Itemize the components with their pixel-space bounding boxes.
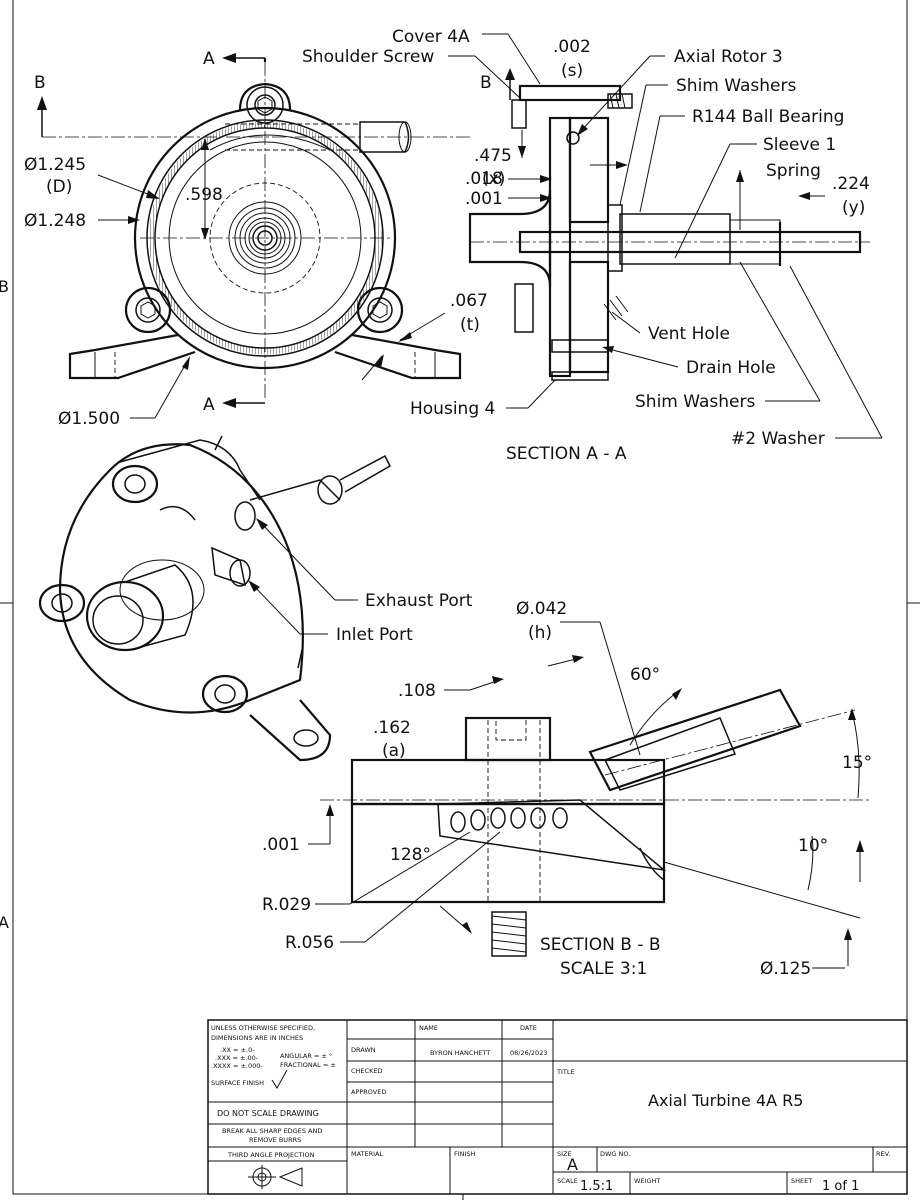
drawn-date: 08/26/2023: [510, 1049, 547, 1057]
section-b-scale: SCALE 3:1: [560, 959, 647, 979]
section-a-title: SECTION A - A: [506, 444, 627, 464]
label-shim-washers-top: Shim Washers: [676, 76, 796, 96]
break-edges-2: REMOVE BURRS: [249, 1136, 301, 1144]
row-approved: APPROVED: [351, 1088, 386, 1096]
angle-128: 128°: [390, 845, 431, 865]
title-block: UNLESS OTHERWISE SPECIFIED, DIMENSIONS A…: [207, 1019, 908, 1195]
title-label: TITLE: [556, 1068, 575, 1076]
label-sleeve: Sleeve 1: [763, 135, 836, 155]
dim-1500: Ø1.500: [58, 409, 120, 429]
rev-label: REV.: [876, 1150, 890, 1158]
section-letter-b: B: [34, 73, 46, 93]
row-drawn: DRAWN: [351, 1046, 376, 1054]
label-spring: Spring: [766, 161, 821, 181]
zone-label-b: B: [0, 277, 9, 296]
label-shoulder-screw: Shoulder Screw: [302, 47, 434, 67]
sheet-label: SHEET: [791, 1177, 812, 1185]
surface-finish-symbol: [271, 1069, 288, 1089]
third-angle-projection-symbol: [248, 1165, 303, 1189]
section-letter-a-top: A: [203, 49, 215, 69]
weight-label: WEIGHT: [634, 1177, 660, 1185]
label-inlet-port: Inlet Port: [336, 625, 413, 645]
do-not-scale: DO NOT SCALE DRAWING: [217, 1109, 319, 1118]
material-label: MATERIAL: [351, 1150, 384, 1158]
dim-224: .224: [832, 174, 870, 194]
label-vent-hole: Vent Hole: [648, 324, 730, 344]
size-label: SIZE: [557, 1150, 572, 1158]
header-date: DATE: [520, 1024, 537, 1032]
dim-001: .001: [465, 189, 503, 209]
angle-60: 60°: [630, 665, 660, 685]
zone-label-a: A: [0, 913, 9, 932]
row-checked: CHECKED: [351, 1067, 382, 1075]
front-view: A A B: [24, 49, 488, 429]
finish-label: FINISH: [454, 1150, 476, 1158]
scale-value: 1.5:1: [580, 1179, 613, 1194]
label-cover: Cover 4A: [392, 27, 470, 47]
label-drain-hole: Drain Hole: [686, 358, 776, 378]
size-value: A: [567, 1155, 578, 1174]
section-letter-a-bottom: A: [203, 395, 215, 415]
drawing-title: Axial Turbine 4A R5: [648, 1091, 803, 1110]
dim-002-sub: (s): [561, 61, 583, 81]
section-a-a: B Cover 4A Shoulder Screw .002 (s): [302, 27, 883, 464]
dim-598: .598: [185, 185, 223, 205]
dim-475: .475: [474, 146, 512, 166]
drawn-name: BYRON HANCHETT: [430, 1049, 490, 1057]
note-line1: UNLESS OTHERWISE SPECIFIED,: [211, 1024, 315, 1032]
isometric-view: Exhaust Port Inlet Port: [38, 435, 473, 762]
note-tol3: .XXXX = ±.000-: [211, 1062, 263, 1070]
dim-1248: Ø1.248: [24, 211, 86, 231]
dim-067-sub: (t): [460, 315, 480, 335]
section-b-title: SECTION B - B: [540, 935, 661, 955]
radius-056: R.056: [285, 933, 334, 953]
note-angular: ANGULAR = ± °: [280, 1052, 332, 1060]
radius-029: R.029: [262, 895, 311, 915]
dim-1245: Ø1.245: [24, 155, 86, 175]
scale-label: SCALE: [557, 1177, 578, 1185]
label-washer: #2 Washer: [731, 429, 825, 449]
label-ball-bearing: R144 Ball Bearing: [692, 107, 844, 127]
dim-042: Ø.042: [516, 599, 567, 619]
dwg-no-label: DWG NO.: [600, 1150, 630, 1158]
dim-018: .018: [465, 169, 503, 189]
dim-067: .067: [450, 291, 488, 311]
dim-162: .162: [373, 718, 411, 738]
dim-042-sub: (h): [528, 623, 552, 643]
dim-475-sub: (x): [482, 169, 505, 189]
dim-224-sub: (y): [842, 198, 865, 218]
dim-162-sub: (a): [382, 741, 406, 761]
note-surface-finish: SURFACE FINISH: [211, 1079, 264, 1087]
label-shim-washers-bottom: Shim Washers: [635, 392, 755, 412]
note-tol2: .XXX = ±.00-: [215, 1054, 259, 1062]
note-fractional: FRACTIONAL = ±: [280, 1061, 336, 1069]
dim-108: .108: [398, 681, 436, 701]
note-tol1: .XX = ±.0-: [220, 1046, 255, 1054]
projection-label: THIRD ANGLE PROJECTION: [227, 1151, 315, 1159]
label-exhaust-port: Exhaust Port: [365, 591, 473, 611]
angle-15: 15°: [842, 753, 872, 773]
header-name: NAME: [419, 1024, 438, 1032]
section-b-b: Ø.042 (h) 60° .108 .162 (a) 15° 10° .001…: [262, 599, 872, 979]
sheet-value: 1 of 1: [822, 1179, 859, 1194]
section-a-b-letter: B: [480, 73, 492, 93]
dim-002: .002: [553, 37, 591, 57]
dim-1245-sub: (D): [46, 177, 72, 197]
break-edges-1: BREAK ALL SHARP EDGES AND: [222, 1127, 322, 1135]
note-line2: DIMENSIONS ARE IN INCHES: [211, 1034, 303, 1042]
label-housing: Housing 4: [410, 399, 495, 419]
label-axial-rotor: Axial Rotor 3: [674, 47, 783, 67]
dim-001: .001: [262, 835, 300, 855]
dim-125: Ø.125: [760, 959, 811, 979]
